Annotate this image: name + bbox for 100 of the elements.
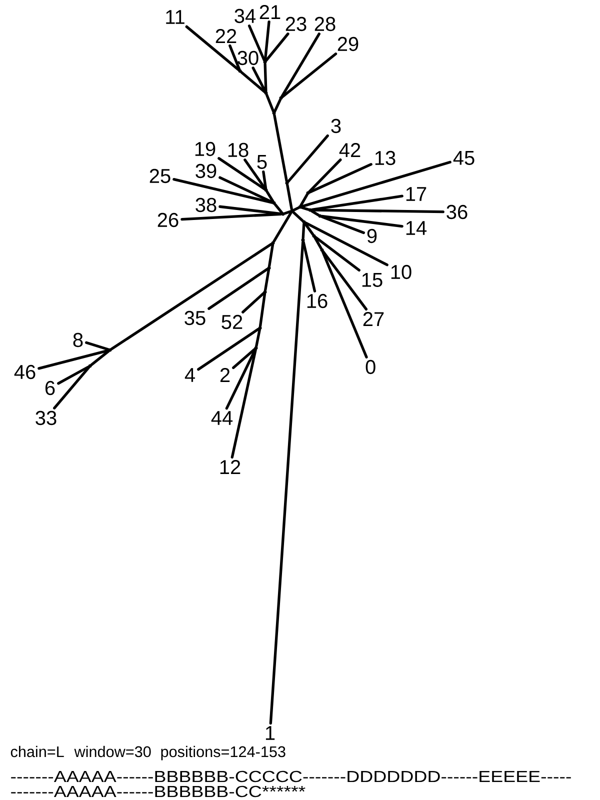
- branch-point: [108, 348, 112, 352]
- branch-line: [322, 250, 368, 311]
- leaf-label: 44: [211, 411, 233, 425]
- branch-line: [310, 194, 404, 212]
- branch-point: [290, 209, 294, 213]
- branch-line: [321, 250, 368, 358]
- leaf-label: 1: [266, 726, 275, 740]
- leaf-label: 52: [222, 314, 242, 330]
- branch-line: [218, 205, 282, 216]
- leaf-label: 4: [184, 368, 195, 382]
- branch-line: [280, 32, 320, 98]
- branch-line: [252, 66, 266, 92]
- branch-line: [308, 163, 372, 194]
- branch-line: [264, 62, 268, 92]
- branch-line: [264, 20, 270, 62]
- leaf-label: 35: [184, 310, 206, 326]
- branch-line: [264, 268, 270, 292]
- leaf-label: 36: [446, 204, 468, 220]
- sequence-text: -------AAAAA------BBBBBB-CC******: [11, 786, 306, 798]
- branch-line: [300, 193, 308, 207]
- branch-line: [258, 292, 266, 328]
- branch-point: [88, 364, 92, 368]
- leaf-label: 28: [314, 16, 336, 32]
- branch-line: [314, 236, 322, 250]
- branch-line: [185, 25, 240, 72]
- leaf-label: 13: [375, 150, 396, 166]
- branch-line: [310, 210, 320, 216]
- branch-point: [298, 205, 302, 209]
- leaf-label: 30: [238, 50, 258, 66]
- branch-line: [240, 71, 266, 93]
- leaf-label: 8: [73, 332, 83, 348]
- branch-line: [302, 222, 306, 240]
- branch-point: [272, 111, 276, 115]
- leaf-label: 0: [366, 360, 376, 374]
- parameter-text: window=30: [74, 746, 151, 758]
- leaf-label: 27: [363, 312, 384, 326]
- branch-line: [292, 206, 300, 212]
- branch-line: [248, 24, 266, 62]
- branch-line: [281, 52, 338, 98]
- leaf-label: 2: [220, 368, 230, 382]
- leaf-label: 34: [234, 8, 256, 24]
- branch-line: [230, 348, 257, 459]
- leaf-label: 38: [196, 198, 216, 212]
- branch-line: [208, 268, 269, 310]
- branch-line: [310, 208, 444, 214]
- leaf-label: 5: [257, 155, 267, 169]
- branch-point: [267, 266, 271, 270]
- branch-line: [320, 214, 404, 228]
- parameter-text: positions=124-153: [161, 746, 286, 760]
- branch-line: [274, 203, 284, 214]
- leaf-label: 11: [166, 10, 184, 24]
- parameter-text: chain=L: [10, 746, 64, 758]
- leaf-label: 42: [339, 143, 360, 157]
- branch-line: [300, 206, 310, 211]
- branch-line: [218, 176, 274, 204]
- branch-line: [264, 32, 290, 62]
- branch-point: [285, 181, 289, 185]
- leaf-label: 25: [150, 168, 170, 184]
- branch-line: [218, 157, 266, 190]
- leaf-label: 12: [220, 460, 240, 474]
- branch-line: [304, 222, 388, 266]
- branch-line: [57, 366, 90, 385]
- branch-line: [268, 244, 274, 268]
- branch-point: [263, 60, 267, 64]
- branch-point: [301, 238, 305, 242]
- branch-line: [232, 348, 256, 370]
- branch-line: [273, 114, 288, 182]
- branch-line: [228, 44, 241, 70]
- branch-point: [258, 326, 262, 330]
- branch-line: [262, 170, 268, 190]
- branch-point: [264, 91, 268, 95]
- leaf-label: 16: [307, 294, 328, 308]
- branch-line: [225, 348, 256, 410]
- leaf-label: 45: [453, 151, 474, 165]
- branch-point: [281, 212, 285, 216]
- sequence-text: -------AAAAA------BBBBBB-CCCCC-------DDDDDDD------EEEEE-----: [11, 770, 571, 782]
- branch-point: [264, 188, 268, 192]
- branch-line: [304, 222, 314, 236]
- branch-point: [271, 241, 275, 245]
- branch-line: [110, 242, 273, 350]
- branch-point: [320, 248, 324, 252]
- branch-line: [53, 366, 90, 410]
- leaf-label: 19: [195, 142, 216, 156]
- branch-line: [242, 292, 265, 314]
- branch-point: [302, 220, 306, 224]
- branch-line: [300, 160, 452, 208]
- leaf-label: 14: [406, 221, 427, 235]
- leaf-label: 18: [228, 142, 248, 158]
- branch-point: [318, 214, 322, 218]
- branch-line: [244, 158, 266, 190]
- leaf-label: 46: [14, 364, 36, 380]
- leaf-label: 26: [158, 212, 178, 228]
- branch-point: [279, 96, 283, 100]
- branch-line: [286, 184, 293, 210]
- leaf-label: 9: [367, 228, 377, 244]
- branch-point: [312, 234, 316, 238]
- branch-line: [265, 94, 275, 112]
- branch-line: [38, 349, 110, 370]
- leaf-label: 29: [338, 36, 358, 52]
- leaf-label: 3: [331, 118, 341, 134]
